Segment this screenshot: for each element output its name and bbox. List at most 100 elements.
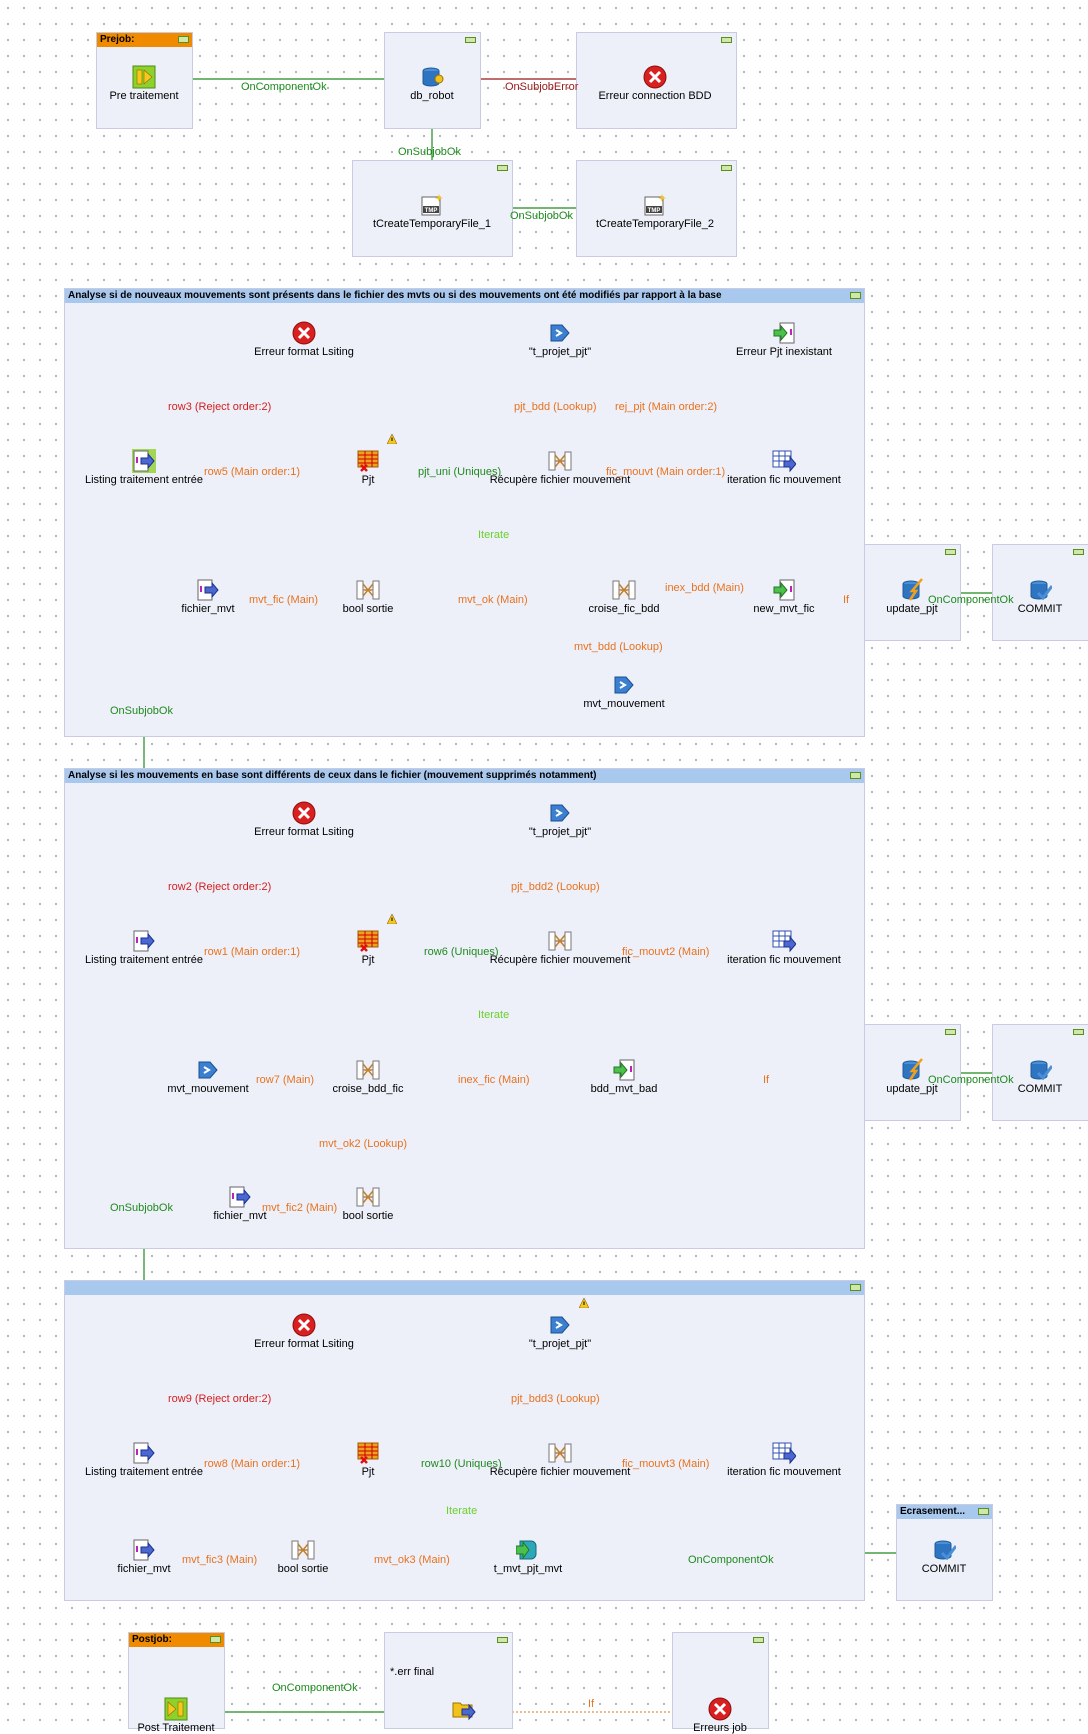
link-label[interactable]: row10 (Uniques)	[421, 1458, 502, 1470]
link-label[interactable]: If	[843, 594, 850, 606]
file-output-icon	[773, 322, 795, 344]
collapse-button[interactable]	[978, 1508, 989, 1515]
link-label[interactable]: OnComponentOk	[241, 81, 327, 93]
link-label[interactable]: OnSubjobError	[505, 81, 579, 93]
component-label: COMMIT	[1017, 1083, 1063, 1095]
error-icon	[292, 801, 316, 825]
link-label[interactable]: row3 (Reject order:2)	[168, 401, 272, 413]
component-label: Erreurs job	[693, 1722, 747, 1734]
collapse-button[interactable]	[850, 772, 861, 779]
link-label[interactable]: fic_mouvt2 (Main)	[622, 946, 710, 958]
link-label[interactable]: mvt_ok (Main)	[458, 594, 528, 606]
link-label[interactable]: mvt_bdd (Lookup)	[574, 641, 663, 653]
component-label: tCreateTemporaryFile_2	[596, 218, 714, 230]
collapse-button[interactable]	[721, 37, 732, 43]
link-label[interactable]: OnSubjobOk	[110, 1202, 173, 1214]
link-label[interactable]: pjt_bdd2 (Lookup)	[511, 881, 600, 893]
component-label: Listing traitement entrée	[84, 474, 203, 486]
component-label: COMMIT	[921, 1563, 967, 1575]
link-label[interactable]: row9 (Reject order:2)	[168, 1393, 272, 1405]
link-label[interactable]: Iterate	[478, 529, 510, 541]
collapse-button[interactable]	[465, 37, 476, 43]
link-label[interactable]: inex_fic (Main)	[458, 1074, 530, 1086]
collapse-button[interactable]	[945, 549, 956, 555]
temporary-file-icon: TMP	[421, 194, 443, 216]
link-label[interactable]: inex_bdd (Main)	[665, 582, 744, 594]
subjob-title: Prejob:	[97, 33, 192, 47]
collapse-button[interactable]	[497, 165, 508, 171]
link-label[interactable]: row7 (Main)	[256, 1074, 315, 1086]
link-label[interactable]: OnSubjobOk	[110, 705, 173, 717]
flow-to-iterate-icon	[772, 1442, 796, 1465]
component-label: t_mvt_pjt_mvt	[493, 1563, 563, 1575]
component-label: update_pjt	[886, 603, 938, 615]
link-label[interactable]: mvt_fic3 (Main)	[182, 1554, 258, 1566]
link-label[interactable]: mvt_fic (Main)	[249, 594, 319, 606]
link-label[interactable]: pjt_bdd (Lookup)	[514, 401, 597, 413]
flow-to-iterate-icon	[772, 450, 796, 473]
component-label: Pre traitement	[109, 90, 179, 102]
database-commit-icon	[934, 1540, 956, 1561]
link-label[interactable]: mvt_ok2 (Lookup)	[319, 1138, 408, 1150]
subjob-section3[interactable]	[64, 1280, 865, 1601]
component-label: bdd_mvt_bad	[590, 1083, 658, 1095]
err-final-label: *.err final	[390, 1666, 435, 1678]
map-icon	[356, 580, 380, 600]
link-label[interactable]: rej_pjt (Main order:2)	[615, 401, 718, 413]
link-label[interactable]: OnSubjobOk	[398, 146, 461, 158]
link-label[interactable]: row2 (Reject order:2)	[168, 881, 272, 893]
link-label[interactable]: OnComponentOk	[272, 1682, 358, 1694]
link-label[interactable]: pjt_uni (Uniques)	[418, 466, 502, 478]
link-label[interactable]: row6 (Uniques)	[424, 946, 499, 958]
link-label[interactable]: If	[588, 1698, 595, 1710]
file-output-icon	[773, 579, 795, 601]
database-input-icon	[550, 804, 570, 822]
component-label: fichier_mvt	[213, 1210, 267, 1222]
subjob-err-final[interactable]	[384, 1632, 513, 1729]
collapse-button[interactable]	[210, 1636, 221, 1643]
link-label[interactable]: If	[763, 1074, 770, 1086]
folder-list-icon	[452, 1702, 476, 1721]
component-label: new_mvt_fic	[753, 603, 815, 615]
collapse-button[interactable]	[753, 1637, 764, 1643]
component-label: "t_projet_pjt"	[528, 1338, 592, 1350]
link-label[interactable]: mvt_ok3 (Main)	[374, 1554, 450, 1566]
map-icon	[548, 451, 572, 471]
link-label[interactable]: row1 (Main order:1)	[204, 946, 300, 958]
collapse-button[interactable]	[1073, 1029, 1084, 1035]
collapse-button[interactable]	[178, 36, 189, 43]
collapse-button[interactable]	[1073, 549, 1084, 555]
error-icon	[643, 65, 667, 89]
link-label[interactable]: OnComponentOk	[928, 594, 1014, 606]
database-row-icon	[902, 578, 923, 601]
link-label[interactable]: pjt_bdd3 (Lookup)	[511, 1393, 600, 1405]
component-label: iteration fic mouvement	[727, 1466, 841, 1478]
collapse-button[interactable]	[850, 1284, 861, 1291]
link-label[interactable]: fic_mouvt (Main order:1)	[606, 466, 726, 478]
collapse-button[interactable]	[850, 292, 861, 299]
link-label[interactable]: OnSubjobOk	[510, 210, 573, 222]
link-label[interactable]: OnComponentOk	[928, 1074, 1014, 1086]
file-output-icon	[613, 1059, 635, 1081]
link-label[interactable]: Iterate	[478, 1009, 510, 1021]
database-output-icon	[516, 1540, 537, 1560]
map-icon	[548, 1443, 572, 1463]
link-label[interactable]: mvt_fic2 (Main)	[262, 1202, 338, 1214]
link-label[interactable]: fic_mouvt3 (Main)	[622, 1458, 710, 1470]
collapse-button[interactable]	[721, 165, 732, 171]
collapse-button[interactable]	[945, 1029, 956, 1035]
collapse-button[interactable]	[497, 1637, 508, 1643]
link-label[interactable]: OnComponentOk	[688, 1554, 774, 1566]
database-commit-icon	[1030, 1060, 1052, 1081]
prejob-icon	[132, 65, 156, 89]
component-label: Erreur connection BDD	[598, 90, 712, 102]
link-label[interactable]: row5 (Main order:1)	[204, 466, 300, 478]
database-row-icon	[902, 1058, 923, 1081]
subjob-section2[interactable]: Analyse si les mouvements en base sont d…	[64, 768, 865, 1249]
component-label: tCreateTemporaryFile_1	[373, 218, 491, 230]
file-input-icon	[133, 930, 155, 952]
link-label[interactable]: row8 (Main order:1)	[204, 1458, 300, 1470]
component-label: mvt_mouvement	[583, 698, 665, 710]
link-label[interactable]: Iterate	[446, 1505, 478, 1517]
subjob-section1[interactable]: Analyse si de nouveaux mouvements sont p…	[64, 288, 865, 737]
